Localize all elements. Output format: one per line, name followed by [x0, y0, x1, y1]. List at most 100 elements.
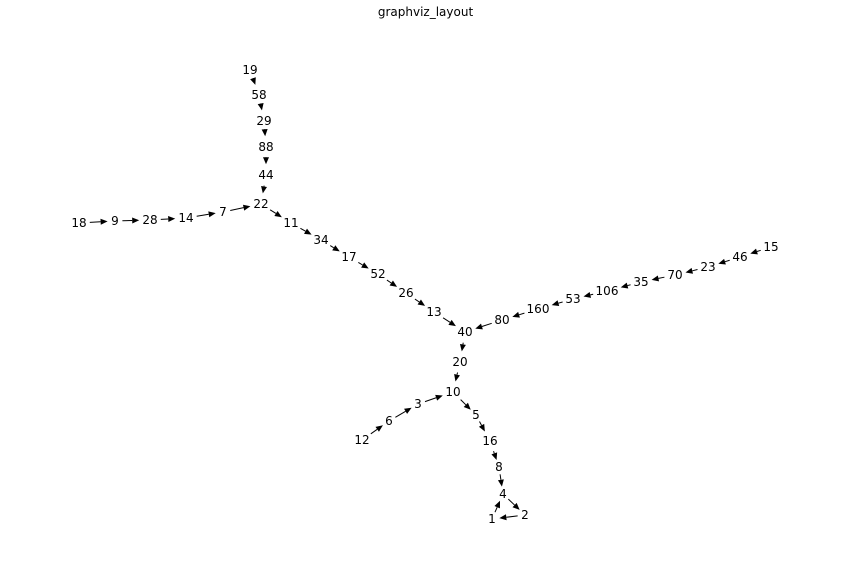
arrowhead — [463, 402, 471, 410]
edge-40-20 — [459, 342, 466, 352]
edge-line — [558, 301, 563, 304]
arrowhead — [168, 215, 176, 222]
edge-2-1 — [499, 514, 518, 521]
arrowhead — [497, 479, 504, 487]
node-20: 20 — [452, 355, 467, 369]
arrowhead — [332, 245, 340, 252]
edge-line — [414, 298, 420, 303]
node-16: 16 — [482, 434, 497, 448]
node-3: 3 — [414, 397, 422, 411]
node-4: 4 — [499, 487, 507, 501]
edge-line — [499, 474, 502, 480]
edge-line — [724, 259, 730, 263]
node-10: 10 — [445, 385, 460, 399]
edge-line — [508, 498, 515, 506]
node-88: 88 — [258, 140, 273, 154]
edge-line — [506, 515, 518, 518]
node-52: 52 — [370, 267, 385, 281]
arrowhead — [685, 267, 694, 274]
edge-34-17 — [329, 245, 340, 252]
node-53: 53 — [565, 292, 580, 306]
edge-16-8 — [491, 451, 498, 461]
edge-12-6 — [370, 425, 383, 435]
edge-line — [658, 276, 665, 279]
arrowhead — [459, 343, 466, 352]
node-70: 70 — [667, 268, 682, 282]
edge-line — [590, 293, 594, 296]
edge-15-46 — [750, 248, 761, 255]
arrowhead — [620, 282, 629, 289]
arrowhead — [435, 394, 443, 401]
node-106: 106 — [596, 284, 619, 298]
edge-20-10 — [454, 372, 460, 382]
arrowhead — [263, 157, 269, 165]
node-22: 22 — [253, 197, 268, 211]
edge-line — [329, 245, 335, 249]
arrowhead — [250, 77, 256, 85]
arrowhead — [208, 211, 216, 218]
node-13: 13 — [426, 305, 441, 319]
edge-35-106 — [620, 282, 631, 289]
node-34: 34 — [313, 233, 328, 247]
node-12: 12 — [354, 433, 369, 447]
arrowhead — [718, 258, 726, 265]
node-35: 35 — [633, 275, 648, 289]
node-26: 26 — [398, 286, 413, 300]
edge-53-160 — [551, 300, 563, 307]
edge-52-26 — [386, 279, 398, 287]
arrowhead — [491, 452, 498, 461]
edges-layer — [89, 77, 761, 521]
edge-26-13 — [414, 298, 426, 306]
edge-line — [456, 372, 459, 375]
edge-6-3 — [395, 407, 412, 418]
edge-23-70 — [685, 267, 698, 274]
edge-line — [300, 227, 306, 232]
edge-line — [692, 269, 698, 272]
edge-44-22 — [261, 185, 267, 194]
arrowhead — [261, 129, 268, 137]
node-5: 5 — [472, 408, 480, 422]
arrowhead — [417, 299, 426, 306]
arrowhead — [389, 280, 398, 287]
node-14: 14 — [178, 211, 193, 225]
edge-8-4 — [497, 474, 504, 487]
edge-88-44 — [263, 157, 269, 165]
arrowhead — [583, 292, 592, 298]
edge-106-53 — [583, 292, 594, 298]
edge-line — [230, 207, 244, 211]
arrowhead — [454, 373, 460, 382]
node-15: 15 — [763, 240, 778, 254]
edge-line — [493, 451, 495, 454]
node-58: 58 — [251, 88, 266, 102]
edge-1-4 — [494, 500, 501, 513]
edge-13-40 — [442, 317, 456, 327]
edge-14-7 — [196, 211, 216, 218]
arrowhead — [651, 275, 660, 282]
node-6: 6 — [385, 414, 393, 428]
node-7: 7 — [219, 205, 227, 219]
arrowhead — [478, 423, 485, 432]
node-8: 8 — [495, 460, 503, 474]
node-9: 9 — [111, 214, 119, 228]
arrowhead — [551, 300, 560, 307]
diagram-title: graphviz_layout — [377, 5, 474, 19]
edge-28-14 — [160, 215, 176, 222]
node-80: 80 — [494, 313, 509, 327]
edge-line — [481, 322, 492, 327]
arrowhead — [257, 102, 264, 111]
arrowhead — [375, 425, 383, 432]
edge-line — [494, 506, 498, 513]
edge-line — [479, 421, 483, 426]
arrowhead — [499, 514, 507, 521]
edge-line — [358, 262, 363, 266]
arrowhead — [750, 248, 758, 255]
node-2: 2 — [521, 508, 529, 522]
edge-line — [424, 397, 437, 403]
edge-line — [395, 410, 406, 418]
edge-line — [370, 428, 378, 435]
node-23: 23 — [700, 260, 715, 274]
edge-line — [442, 317, 451, 323]
edge-9-28 — [122, 217, 140, 224]
